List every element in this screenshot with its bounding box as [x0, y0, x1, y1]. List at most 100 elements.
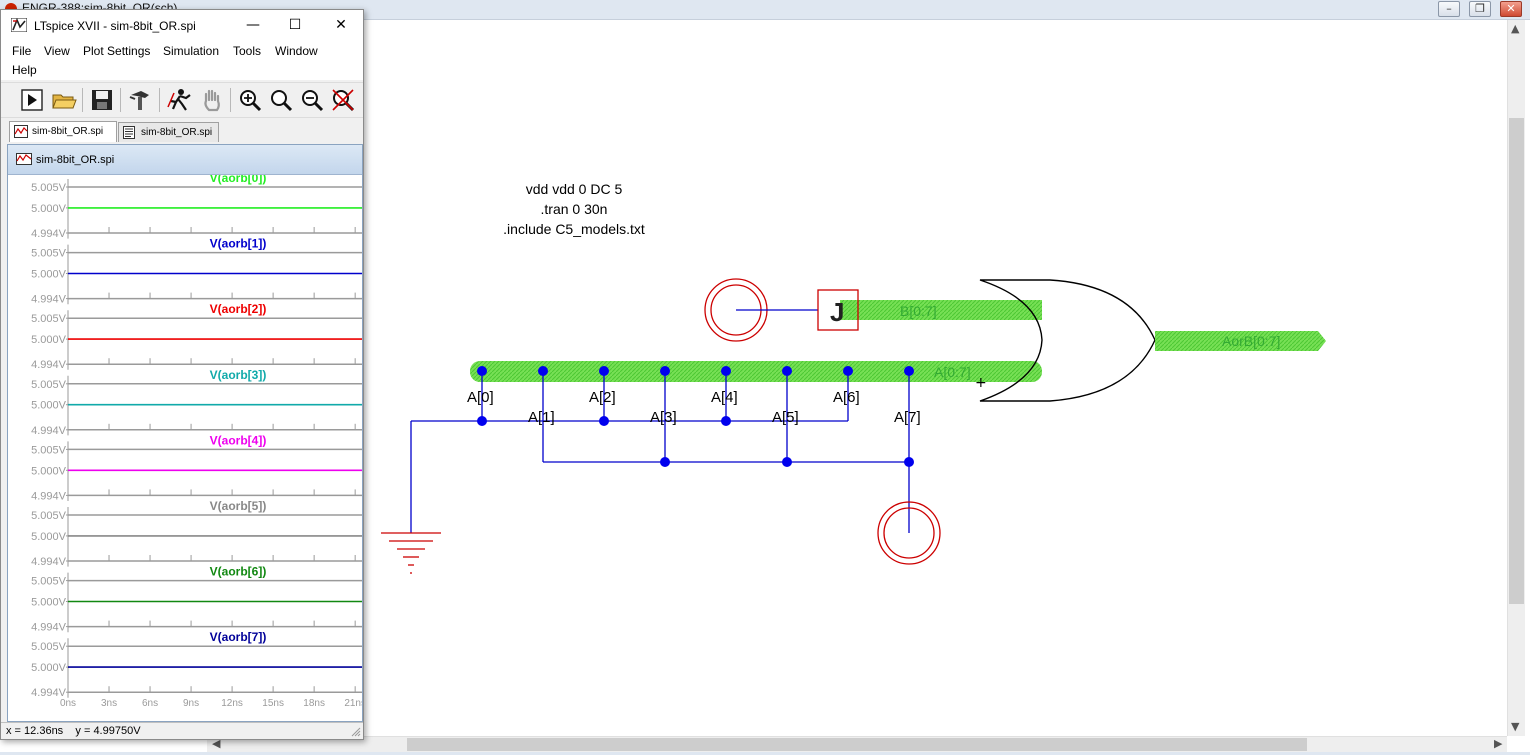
bus-aorb[interactable]: [1155, 331, 1326, 351]
x-tick-label: 0ns: [60, 698, 76, 709]
y-tick-label: 4.994V: [31, 490, 67, 502]
trace-label-2[interactable]: V(aorb[2]): [210, 302, 267, 316]
trace-label-0[interactable]: V(aorb[0]): [210, 175, 267, 185]
tap-label-a1: A[1]: [528, 409, 555, 426]
or-gate[interactable]: [979, 279, 1156, 402]
bus-taps: [410, 366, 914, 533]
save-icon[interactable]: [89, 87, 115, 113]
mdi-close-button[interactable]: ✕: [1500, 1, 1522, 17]
y-tick-label: 5.000V: [31, 203, 67, 215]
menu-plot-settings[interactable]: Plot Settings: [83, 44, 151, 58]
y-tick-label: 5.000V: [31, 465, 67, 477]
bus-a[interactable]: [470, 361, 1042, 382]
bus-label-aorb: AorB[0:7]: [1222, 333, 1280, 349]
menu-help[interactable]: Help: [12, 63, 37, 77]
tap-label-a6: A[6]: [833, 389, 860, 406]
bus-label-b: B[0:7]: [900, 303, 937, 319]
vertical-scrollbar[interactable]: ▲ ▼: [1507, 20, 1525, 736]
bus-junction-box[interactable]: [817, 289, 859, 331]
directive-vdd[interactable]: vdd vdd 0 DC 5: [526, 181, 623, 197]
zoom-out-icon[interactable]: [299, 87, 325, 113]
y-tick-label: 4.994V: [31, 425, 67, 437]
menu-simulation[interactable]: Simulation: [163, 44, 220, 58]
status-bar: x = 12.36ns y = 4.99750V: [1, 722, 363, 739]
y-tick-label: 5.005V: [31, 444, 67, 456]
mdi-restore-button[interactable]: ❐: [1469, 1, 1491, 17]
halt-icon[interactable]: [166, 87, 192, 113]
open-folder-icon[interactable]: [51, 87, 77, 113]
close-icon: ✕: [1506, 2, 1516, 15]
control-panel-icon[interactable]: [127, 87, 153, 113]
toolbar-separator: [120, 88, 121, 112]
x-tick-label: 12ns: [221, 698, 243, 709]
minimize-button[interactable]: —: [246, 17, 260, 33]
waveform-icon: [14, 125, 28, 138]
tab-netlist-label: sim-8bit_OR.spi: [141, 127, 213, 138]
y-tick-label: 5.005V: [31, 313, 67, 325]
toolbar: [1, 82, 363, 118]
close-button[interactable]: ✕: [335, 17, 347, 33]
menu-file[interactable]: File: [12, 44, 32, 58]
y-tick-label: 4.994V: [31, 622, 67, 634]
cursor-crosshair: +: [975, 375, 987, 391]
vertical-scroll-thumb[interactable]: [1509, 118, 1524, 604]
y-tick-label: 4.994V: [31, 228, 67, 240]
zoom-in-icon[interactable]: [237, 87, 263, 113]
plot-pane-header[interactable]: sim-8bit_OR.spi: [8, 145, 362, 175]
schematic-canvas[interactable]: vdd vdd 0 DC 5 .tran 0 30n .include C5_m…: [0, 20, 1507, 736]
directive-include[interactable]: .include C5_models.txt: [503, 221, 645, 237]
menu-bar: File View Plot Settings Simulation Tools…: [1, 40, 363, 80]
y-tick-label: 5.005V: [31, 182, 67, 194]
restore-icon: ❐: [1475, 2, 1485, 15]
y-tick-label: 5.000V: [31, 269, 67, 281]
bus-b[interactable]: [840, 300, 1042, 320]
tab-waveform[interactable]: sim-8bit_OR.spi: [9, 121, 117, 142]
tap-label-a2: A[2]: [589, 389, 616, 406]
y-tick-label: 5.005V: [31, 576, 67, 588]
y-tick-label: 5.000V: [31, 531, 67, 543]
y-tick-label: 5.000V: [31, 400, 67, 412]
minimize-icon: –: [1446, 2, 1452, 15]
trace-label-5[interactable]: V(aorb[5]): [210, 499, 267, 513]
directive-tran[interactable]: .tran 0 30n: [541, 201, 608, 217]
horizontal-scroll-thumb[interactable]: [407, 738, 1307, 751]
tap-label-a3: A[3]: [650, 409, 677, 426]
trace-label-3[interactable]: V(aorb[3]): [210, 368, 267, 382]
horizontal-scrollbar[interactable]: ◀ ▶: [207, 736, 1507, 752]
run-icon[interactable]: [19, 87, 45, 113]
voltage-source-vdd[interactable]: [877, 501, 941, 565]
resize-grip-icon[interactable]: [351, 727, 361, 737]
trace-label-1[interactable]: V(aorb[1]): [210, 237, 267, 251]
y-tick-label: 5.000V: [31, 597, 67, 609]
toolbar-separator: [82, 88, 83, 112]
scroll-up-icon[interactable]: ▲: [1511, 22, 1520, 35]
menu-view[interactable]: View: [44, 44, 70, 58]
waveform-plot[interactable]: 5.005V 5.000V 4.994V V(aorb[0]) 5.005V 5.000V…: [8, 175, 362, 721]
zoom-cancel-icon[interactable]: [330, 87, 356, 113]
y-tick-label: 4.994V: [31, 687, 67, 699]
x-tick-label: 18ns: [303, 698, 325, 709]
plot-pane-title: sim-8bit_OR.spi: [36, 154, 115, 166]
tap-label-a5: A[5]: [772, 409, 799, 426]
y-tick-label: 5.005V: [31, 510, 67, 522]
zoom-area-icon[interactable]: [268, 87, 294, 113]
scroll-left-icon[interactable]: ◀: [212, 737, 221, 750]
tab-netlist[interactable]: sim-8bit_OR.spi: [118, 122, 219, 142]
trace-label-6[interactable]: V(aorb[6]): [210, 565, 267, 579]
bus-label-a: A[0:7]: [934, 364, 971, 380]
menu-tools[interactable]: Tools: [233, 44, 262, 58]
trace-label-4[interactable]: V(aorb[4]): [210, 433, 267, 447]
mdi-minimize-button[interactable]: –: [1438, 1, 1460, 17]
scroll-down-icon[interactable]: ▼: [1511, 720, 1520, 733]
ground-symbol[interactable]: [381, 532, 441, 574]
scroll-right-icon[interactable]: ▶: [1494, 737, 1503, 750]
ltspice-titlebar[interactable]: LTspice XVII - sim-8bit_OR.spi — ☐ ✕: [1, 10, 363, 40]
y-tick-label: 4.994V: [31, 359, 67, 371]
x-tick-label: 9ns: [183, 698, 199, 709]
maximize-button[interactable]: ☐: [288, 17, 302, 33]
trace-label-7[interactable]: V(aorb[7]): [210, 630, 267, 644]
x-tick-label: 3ns: [101, 698, 117, 709]
toolbar-separator: [230, 88, 231, 112]
menu-window[interactable]: Window: [275, 44, 318, 58]
pan-hand-icon[interactable]: [199, 87, 225, 113]
